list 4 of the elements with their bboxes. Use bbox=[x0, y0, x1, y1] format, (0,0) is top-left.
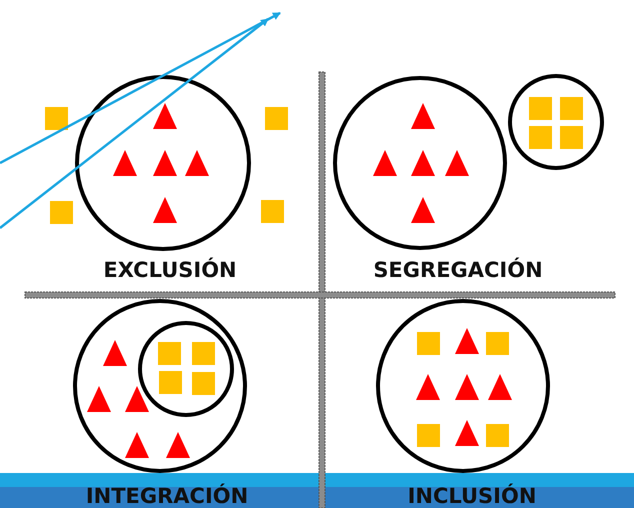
quadrant-label: INTEGRACIÓN bbox=[86, 484, 248, 508]
quadrant-label: EXCLUSIÓN bbox=[103, 258, 237, 282]
quadrant-label: INCLUSIÓN bbox=[408, 484, 536, 508]
quadrant-label: SEGREGACIÓN bbox=[373, 258, 543, 282]
